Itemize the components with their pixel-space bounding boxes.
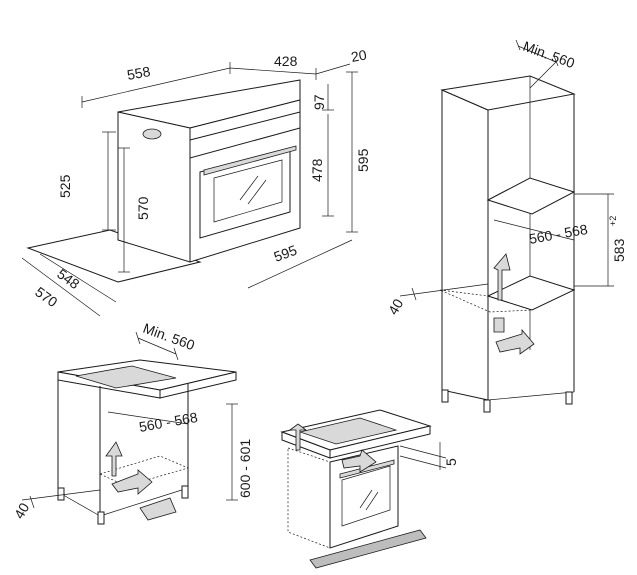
counter-airflow-in-arrow	[111, 469, 153, 495]
counter-floor-vent	[139, 497, 177, 521]
column-height-583: 583	[611, 238, 627, 262]
oven-drawing	[21, 62, 358, 317]
dim-525: 525	[57, 174, 73, 198]
hob-cabinet-outline	[287, 447, 331, 549]
column-lower-shelf	[486, 275, 576, 311]
dim-558: 558	[126, 63, 152, 83]
hob-airflow-in-arrow	[341, 449, 377, 473]
dim-595-width: 595	[272, 242, 300, 265]
dim-97: 97	[311, 94, 327, 110]
column-side	[441, 89, 489, 401]
column-floor-outline	[439, 289, 533, 313]
counter-min-560: Min. 560	[141, 320, 197, 353]
hob-oven-handle	[339, 459, 395, 479]
hob-gap-5: 5	[443, 458, 459, 466]
counter-width-560-568: 560 - 568	[138, 409, 199, 435]
counter-gap-40: 40	[11, 500, 33, 522]
dim-570-side: 570	[135, 196, 151, 220]
oven-handle	[203, 145, 297, 176]
counter-leg	[57, 487, 65, 501]
countertop-side	[159, 371, 237, 399]
dim-595-height: 595	[355, 148, 371, 172]
counter-height-600-601: 600 - 601	[237, 439, 253, 498]
column-height-tolerance: +2	[608, 216, 618, 226]
heat-symbol	[493, 317, 505, 333]
hob-oven-door	[341, 465, 391, 527]
column-gap-40: 40	[385, 296, 407, 318]
column-leg	[565, 391, 573, 405]
hob-oven-drawing	[280, 409, 447, 569]
column-min-560: Min. 560	[521, 38, 577, 71]
column-leg	[483, 399, 491, 413]
hob-airflow-up-arrow	[288, 423, 308, 451]
counter-airflow-up-arrow	[105, 441, 123, 477]
column-width-560-568: 560 - 568	[528, 221, 589, 247]
undercounter-cabinet-drawing	[21, 331, 238, 525]
oven-control-panel	[189, 111, 301, 159]
dim-570-base: 570	[32, 283, 60, 310]
hob-oven-front	[329, 445, 399, 549]
column-cabinet-drawing	[399, 39, 614, 413]
counter-floor-outline	[99, 455, 190, 487]
oven-base-plate	[26, 229, 202, 283]
dim-20: 20	[350, 46, 368, 64]
airflow-in-arrow	[495, 328, 535, 355]
counter-leg	[97, 511, 105, 525]
column-upper-shelf	[486, 177, 576, 215]
oven-window	[213, 159, 283, 223]
hob-plate	[298, 417, 398, 445]
column-leg	[441, 389, 449, 403]
dim-548: 548	[54, 265, 82, 292]
hob-floor-strip	[309, 529, 427, 569]
hob-cutout	[75, 365, 177, 389]
oven-vent	[142, 128, 162, 140]
hob-countertop-side	[329, 425, 431, 459]
dim-428: 428	[274, 53, 298, 69]
dim-478: 478	[309, 158, 325, 182]
airflow-up-arrow	[493, 253, 511, 301]
counter-leg	[181, 485, 189, 499]
